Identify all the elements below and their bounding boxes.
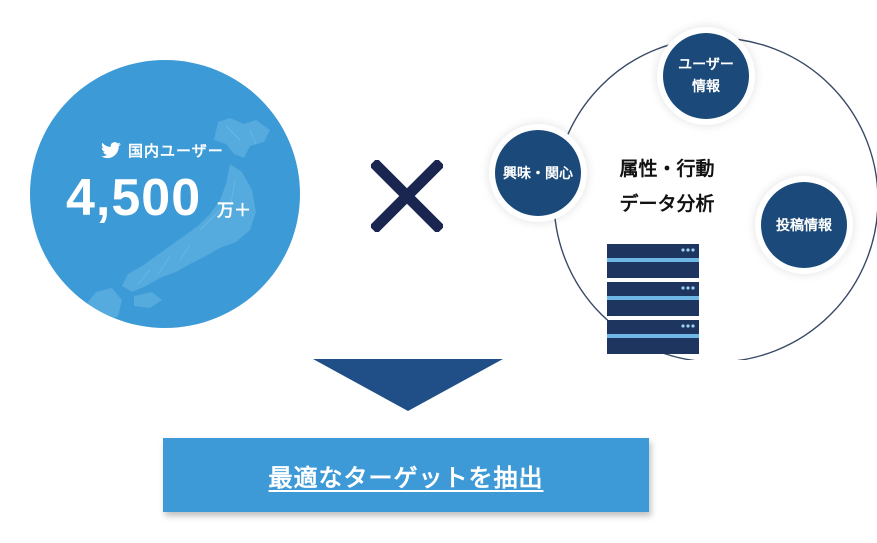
users-unit: 万＋ — [217, 201, 251, 221]
post-info-circle: 投稿情報 — [761, 182, 847, 268]
twitter-domestic-users-text: 国内ユーザー — [128, 142, 224, 160]
center-label-line1: 属性・行動 — [619, 158, 715, 180]
twitter-domestic-label: 国内ユーザー — [100, 140, 224, 161]
attribute-behavior-analysis: 属性・行動 データ分析 — [612, 152, 722, 222]
server-icon — [607, 244, 699, 354]
interest-label: 興味・関心 — [503, 166, 573, 182]
down-arrow-icon — [313, 359, 503, 411]
post-info-label: 投稿情報 — [776, 218, 832, 234]
result-banner-text: 最適なターゲットを抽出 — [268, 463, 544, 492]
twitter-bird-icon — [101, 141, 121, 158]
japan-map-icon — [50, 118, 270, 324]
japan-users-circle: 国内ユーザー 4,500 万＋ — [30, 60, 300, 328]
center-label-line2: データ分析 — [619, 193, 715, 215]
users-count: 4,500 — [66, 169, 202, 227]
interest-circle: 興味・関心 — [495, 130, 581, 216]
user-info-line1: ユーザー — [678, 57, 734, 73]
user-info-circle: ユーザー 情報 — [663, 33, 749, 119]
user-info-line2: 情報 — [692, 79, 720, 95]
result-banner: 最適なターゲットを抽出 — [163, 438, 649, 512]
cross-icon — [371, 160, 443, 232]
